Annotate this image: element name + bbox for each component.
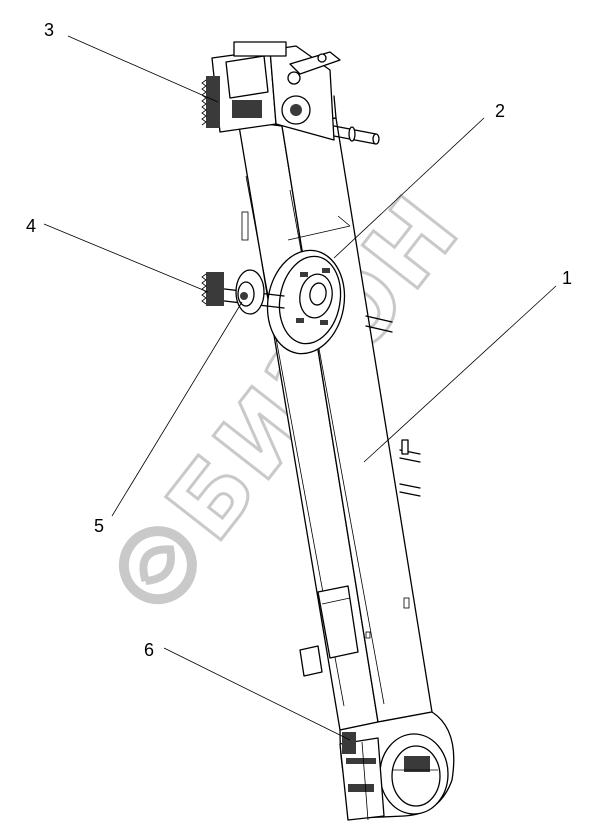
leader-1 (363, 285, 557, 463)
leader-4 (43, 223, 209, 293)
callout-3: 3 (44, 20, 54, 40)
pulley (266, 249, 346, 355)
mounting-studs (365, 315, 421, 497)
callout-labels: 1 2 3 4 5 6 (26, 20, 572, 660)
callout-5: 5 (94, 516, 104, 536)
leader-3 (67, 35, 219, 103)
top-head-housing (201, 41, 380, 145)
callout-2: 2 (495, 101, 505, 121)
bottom-end-housing (339, 711, 455, 821)
leader-2 (333, 117, 485, 259)
leader-lines (43, 35, 557, 741)
callout-1: 1 (562, 268, 572, 288)
watermark-logo-icon (118, 526, 197, 605)
drive-shaft-assembly (201, 269, 285, 315)
leader-6 (163, 647, 351, 741)
callout-4: 4 (26, 216, 36, 236)
callout-6: 6 (144, 640, 154, 660)
leader-5 (111, 301, 243, 517)
